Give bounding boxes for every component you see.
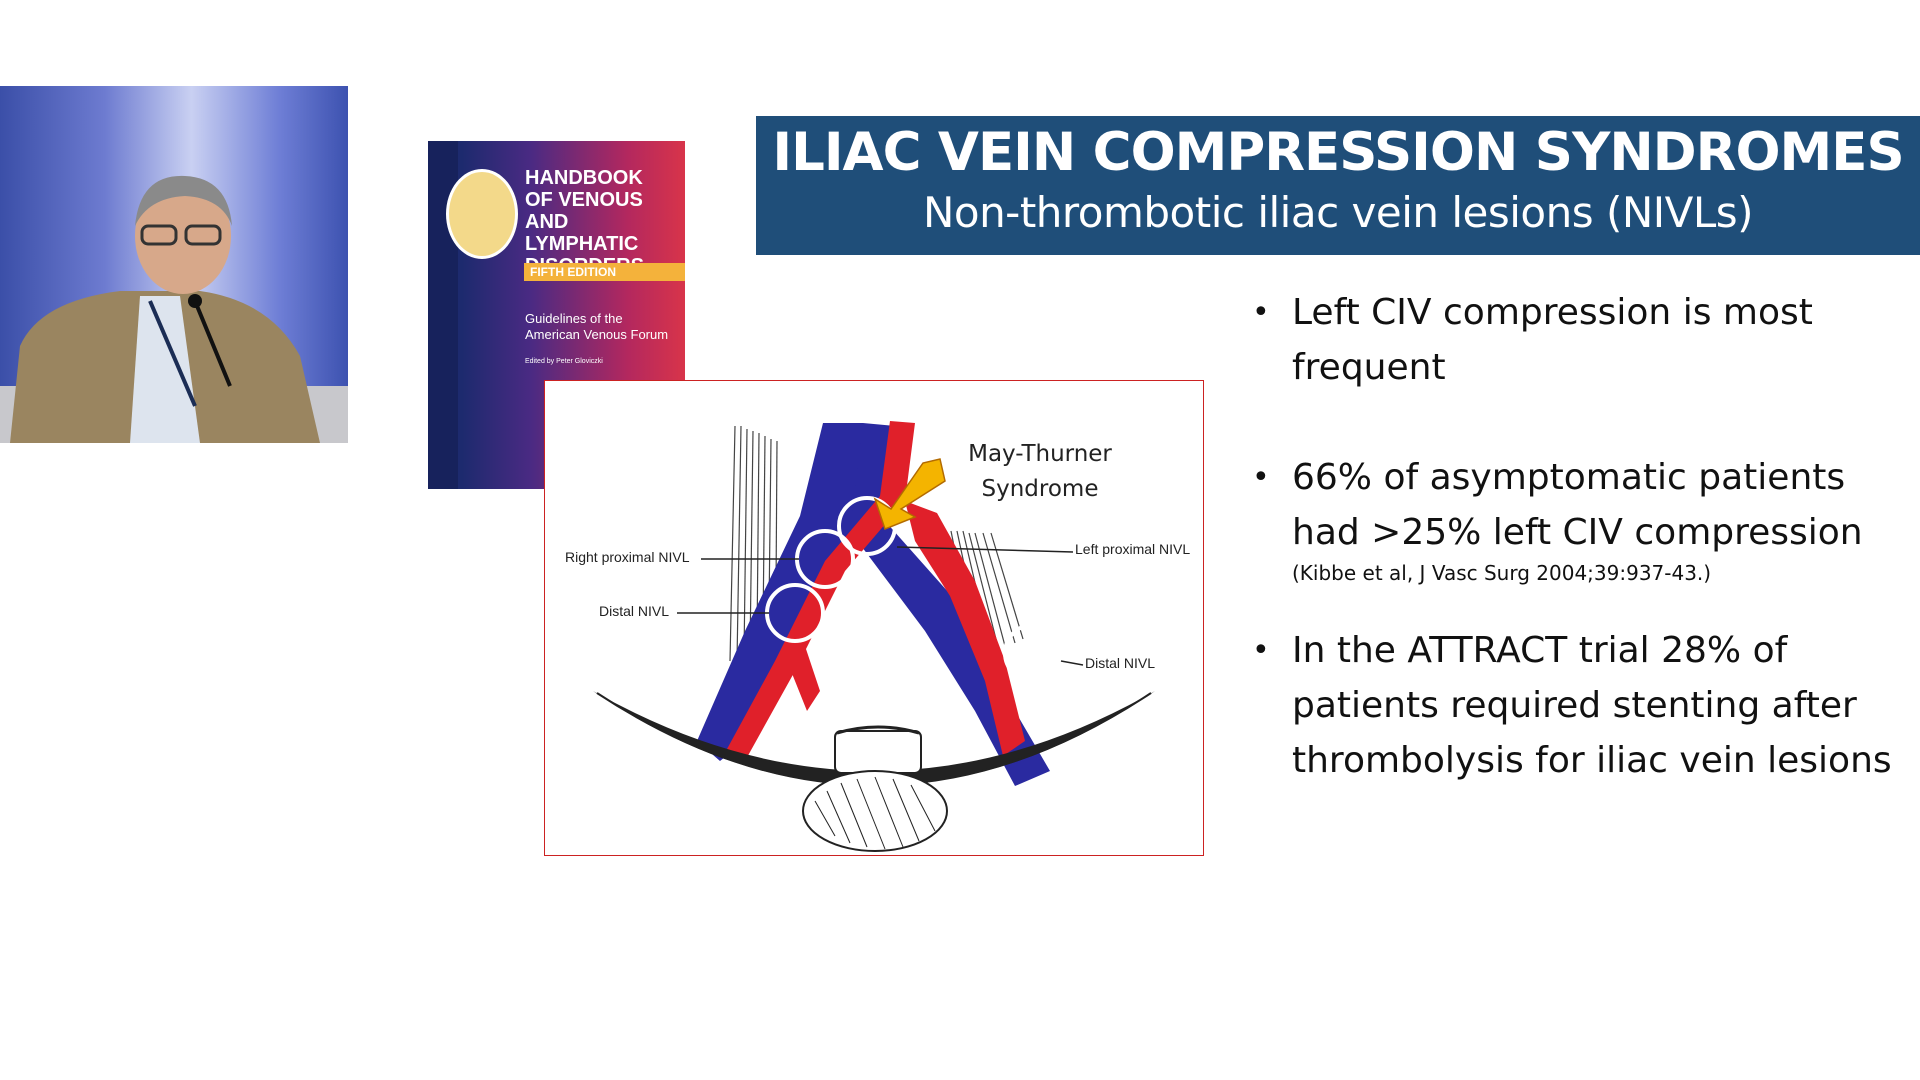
label-distal-nivl-left: Distal NIVL [599, 603, 670, 619]
book-subtitle: Guidelines of the American Venous Forum [525, 311, 669, 342]
label-right-proximal-nivl: Right proximal NIVL [565, 549, 690, 565]
label-left-proximal-nivl: Left proximal NIVL [1075, 541, 1191, 557]
title-banner: ILIAC VEIN COMPRESSION SYNDROMES Non-thr… [756, 116, 1920, 255]
bullet-text: Left CIV compression is most frequent [1292, 292, 1813, 388]
speaker-figure [0, 175, 348, 443]
book-edition: FIFTH EDITION [524, 263, 685, 281]
slide-subtitle: Non-thrombotic iliac vein lesions (NIVLs… [922, 188, 1754, 237]
vessel-illustration [593, 421, 1155, 852]
label-distal-nivl-right: Distal NIVL [1085, 655, 1156, 671]
speaker-video [0, 86, 348, 443]
society-seal-icon [446, 169, 518, 259]
slide-title: ILIAC VEIN COMPRESSION SYNDROMES [772, 122, 1904, 183]
bullet-dot-icon: • [1252, 633, 1270, 668]
bullet-text: In the ATTRACT trial 28% of patients req… [1292, 630, 1892, 781]
bullet-dot-icon: • [1252, 460, 1270, 495]
book-editor: Edited by Peter Gloviczki [525, 358, 603, 365]
book-title: HANDBOOK OF VENOUS AND LYMPHATIC DISORDE… [525, 167, 644, 277]
citation: (Kibbe et al, J Vasc Surg 2004;39:937-43… [1292, 561, 1712, 585]
iliac-vein-diagram: May-Thurner Syndrome Right proximal NIVL… [544, 380, 1204, 856]
bullet-dot-icon: • [1252, 295, 1270, 330]
bullet-text: 66% of asymptomatic patients had >25% le… [1292, 457, 1863, 553]
may-thurner-callout: May-Thurner Syndrome [968, 441, 1112, 502]
